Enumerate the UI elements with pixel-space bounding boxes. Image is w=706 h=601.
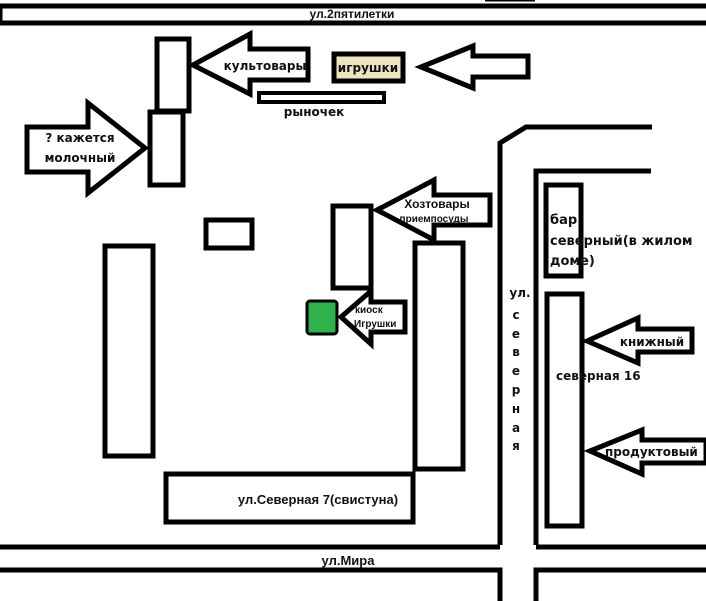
market-stall	[257, 91, 386, 104]
street-label-top: ул.2пятилетки	[310, 7, 395, 21]
arrow-right-icon	[24, 97, 150, 199]
building-left-tall	[102, 243, 156, 459]
label-bar-2: северный(в жилом	[550, 234, 693, 249]
street-letter: с	[512, 308, 519, 322]
street-severnaya: ул. с е в е р н а я	[497, 124, 652, 545]
label-bar-3: доме)	[550, 254, 595, 269]
market-rynochek: рыночек	[257, 91, 386, 119]
arrow-left-icon	[583, 426, 706, 478]
arrow-left-icon	[371, 175, 493, 245]
label-kiosk-1: киоск	[355, 305, 384, 316]
label-molochny-2: молочный	[45, 151, 116, 165]
street-edge-bottom-right	[533, 567, 706, 601]
kiosk-igrushki: киоск Игрушки	[305, 285, 408, 350]
label-kiosk-2: Игрушки	[354, 319, 396, 330]
label-knizhny: книжный	[620, 335, 684, 349]
arrow-igrushki-icon	[414, 42, 531, 92]
street-letter: в	[512, 345, 520, 359]
arrow-hoztovary: Хозтовары приемпосуды	[371, 175, 493, 245]
arrow-knizhny: книжный	[580, 314, 695, 367]
label-kultovary: культовары	[224, 59, 307, 73]
street-label-bottom: ул.Мира	[322, 553, 376, 568]
street-letter: а	[512, 421, 520, 435]
kiosk-box	[305, 299, 339, 336]
arrow-molochny: ? кажется молочный	[24, 97, 150, 199]
label-bar-1: бар	[550, 213, 577, 228]
street-edge-right	[533, 168, 651, 545]
building-hoztovary	[330, 203, 374, 291]
street-2pyatiletki: ул.2пятилетки	[0, 0, 706, 26]
street-letter: я	[512, 439, 520, 453]
street-letter: н	[512, 402, 520, 416]
label-produktovy: продуктовый	[605, 445, 698, 459]
sign-igrushki: игрушки	[331, 51, 406, 84]
arrow-kiosk-icon	[337, 285, 408, 350]
arrow-left-icon	[187, 29, 311, 99]
street-label-prefix: ул.	[509, 286, 530, 300]
street-mira: ул.Мира	[0, 544, 706, 601]
street-letter: р	[512, 383, 521, 397]
arrow-left-icon	[580, 314, 695, 367]
label-priemposudy: приемпосуды	[400, 214, 469, 225]
street-edge-bottom-left	[0, 567, 503, 601]
building-box	[163, 471, 416, 525]
building-box	[544, 291, 585, 529]
building-box	[543, 182, 584, 279]
label-severnaya-16: северная 16	[556, 369, 641, 383]
building-bar-severny: бар северный(в жилом доме)	[543, 182, 693, 279]
label-molochny-1: ? кажется	[45, 131, 114, 145]
building-molochny	[147, 109, 186, 188]
building-small	[203, 217, 255, 251]
street-letter: е	[512, 327, 520, 341]
arrow-produktovy: продуктовый	[583, 426, 706, 478]
label-igrushki: игрушки	[338, 61, 398, 75]
label-severnaya-7: ул.Северная 7(свистуна)	[238, 492, 398, 507]
building-severnaya-16: северная 16	[544, 291, 641, 529]
label-hoztovary: Хозтовары	[404, 197, 470, 211]
street-edge-left	[497, 124, 652, 545]
building-severnaya-7: ул.Северная 7(свистуна)	[163, 471, 416, 525]
label-rynochek: рыночек	[284, 105, 345, 119]
street-letter: е	[512, 364, 520, 378]
toy-sign-box	[331, 51, 406, 84]
building-inner-right	[412, 240, 466, 472]
building-kultovary	[154, 36, 192, 114]
arrow-kultovary: культовары	[187, 29, 311, 99]
